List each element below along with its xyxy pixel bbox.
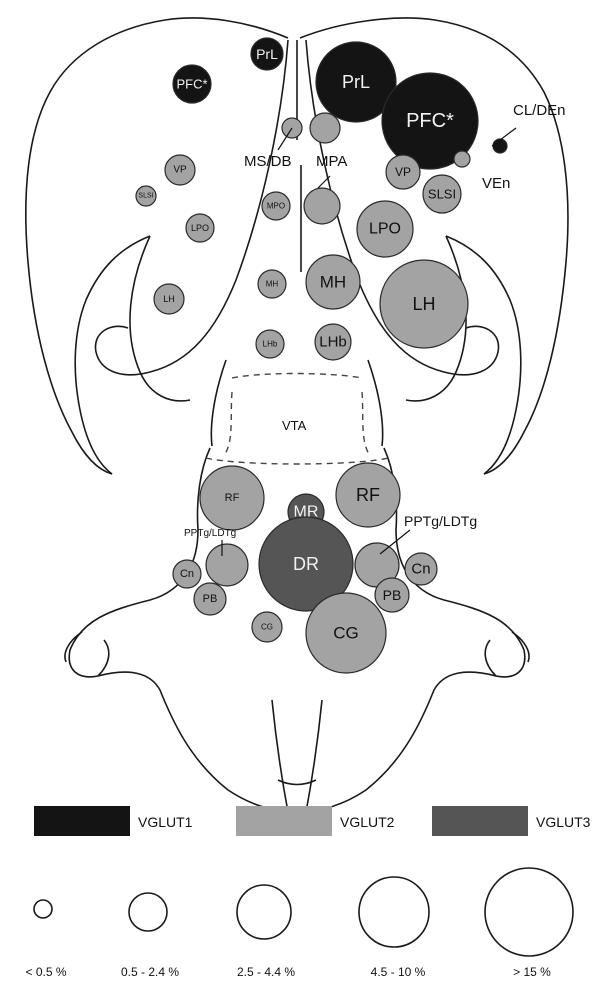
region-label-cg: CG	[261, 623, 273, 632]
scale-circle-3	[237, 885, 291, 939]
region-pb-30: PB	[194, 583, 226, 615]
scale-circle-1	[34, 900, 52, 918]
region-unlabeled-12	[454, 151, 470, 167]
region-slsi-7: SLSI	[136, 186, 156, 206]
region-label-mh: MH	[266, 280, 279, 289]
legend: VGLUT1 VGLUT2 VGLUT3	[34, 806, 591, 836]
region-label-cn: Cn	[180, 568, 194, 580]
regions-layer: PrL PFC* PrL PFC* SLSI VP MPO VP SLSI LPO LPO MH MH L…	[136, 38, 507, 673]
region-vp-8: VP	[165, 155, 195, 185]
label-ven: VEn	[482, 175, 510, 192]
region-cn-29: Cn	[405, 553, 437, 585]
region-label-slsi: SLSI	[428, 187, 456, 202]
region-lhb-21: LHb	[315, 324, 351, 360]
region-label-pb: PB	[383, 587, 402, 603]
region-label-dr: DR	[293, 554, 319, 574]
label-pptg-right: PPTg/LDTg	[404, 513, 477, 529]
legend-swatch-vglut2	[236, 806, 332, 836]
region-label-lpo: LPO	[191, 223, 209, 233]
legend-vglut1: VGLUT1	[34, 806, 193, 836]
region-mh-17: MH	[306, 255, 360, 309]
legend-vglut3: VGLUT3	[432, 806, 591, 836]
region-cg-33: CG	[306, 593, 386, 673]
region-cg-32: CG	[252, 612, 282, 642]
region-unlabeled-26	[206, 544, 248, 586]
legend-swatch-vglut3	[432, 806, 528, 836]
region-cn-28: Cn	[173, 560, 201, 588]
region-lhb-20: LHb	[256, 330, 284, 358]
region-mh-16: MH	[258, 270, 286, 298]
region-rf-22: RF	[200, 466, 264, 530]
legend-label-vglut1: VGLUT1	[138, 814, 193, 830]
region-label-lh: LH	[163, 294, 175, 304]
region-rf-23: RF	[336, 463, 400, 527]
region-label-lhb: LHb	[263, 340, 278, 349]
region-label-mpo: MPO	[267, 202, 285, 211]
region-lh-18: LH	[154, 284, 184, 314]
region-circle-unlabeled	[493, 139, 507, 153]
scale-label-1: < 0.5 %	[25, 965, 66, 979]
region-circle-unlabeled	[206, 544, 248, 586]
right-flange	[485, 632, 529, 676]
region-label-prl: PrL	[342, 72, 370, 92]
scale-label-4: 4.5 - 10 %	[371, 965, 426, 979]
region-circle-unlabeled	[454, 151, 470, 167]
legend-vglut2: VGLUT2	[236, 806, 395, 836]
region-label-pfc: PFC*	[176, 77, 207, 92]
region-lh-19: LH	[380, 260, 468, 348]
legend-swatch-vglut1	[34, 806, 130, 836]
region-label-vp: VP	[395, 165, 411, 179]
leader-pptg-right	[380, 530, 410, 554]
region-mpo-9: MPO	[262, 192, 290, 220]
lateral-line-left	[211, 360, 226, 446]
region-unlabeled-10	[304, 188, 340, 224]
region-prl-0: PrL	[251, 38, 283, 70]
region-label-lhb: LHb	[319, 334, 347, 351]
scale-circle-5	[485, 868, 573, 956]
legend-label-vglut3: VGLUT3	[536, 814, 591, 830]
scale-label-3: 2.5 - 4.4 %	[237, 965, 295, 979]
region-label-cn: Cn	[411, 561, 430, 578]
region-label-pfc: PFC*	[406, 110, 454, 132]
region-label-pb: PB	[203, 593, 218, 605]
scale-label-2: 0.5 - 2.4 %	[121, 965, 179, 979]
region-vp-11: VP	[386, 155, 420, 189]
region-label-slsi: SLSI	[138, 193, 153, 200]
region-label-cg: CG	[333, 624, 359, 643]
region-circle-unlabeled	[310, 113, 340, 143]
region-slsi-13: SLSI	[423, 175, 461, 213]
size-scale	[34, 868, 573, 956]
region-label-mh: MH	[320, 273, 346, 292]
label-ms-db: MS/DB	[244, 153, 292, 170]
left-lobe-inner	[130, 236, 190, 401]
label-cl-den: CL/DEn	[513, 102, 566, 119]
left-flange	[65, 632, 109, 676]
region-lpo-14: LPO	[186, 214, 214, 242]
region-circle-unlabeled	[304, 188, 340, 224]
region-lpo-15: LPO	[357, 201, 413, 257]
region-pfc-1: PFC*	[173, 65, 211, 103]
fourth-ventricle	[272, 700, 322, 812]
scale-label-5: > 15 %	[513, 965, 551, 979]
region-unlabeled-6	[310, 113, 340, 143]
size-scale-labels: < 0.5 % 0.5 - 2.4 % 2.5 - 4.4 % 4.5 - 10…	[25, 965, 551, 979]
label-vta: VTA	[282, 418, 307, 433]
label-pptg-left: PPTg/LDTg	[184, 528, 236, 539]
scale-circle-4	[359, 877, 429, 947]
region-label-lh: LH	[412, 294, 435, 314]
region-unlabeled-4	[493, 139, 507, 153]
region-label-prl: PrL	[256, 46, 278, 62]
region-label-vp: VP	[173, 165, 187, 176]
region-label-rf: RF	[356, 485, 380, 505]
region-label-lpo: LPO	[369, 221, 401, 238]
region-label-rf: RF	[225, 492, 240, 504]
lateral-line-right	[368, 360, 383, 446]
label-mpa: MPA	[316, 153, 347, 170]
scale-circle-2	[129, 893, 167, 931]
legend-label-vglut2: VGLUT2	[340, 814, 395, 830]
region-pb-31: PB	[375, 578, 409, 612]
